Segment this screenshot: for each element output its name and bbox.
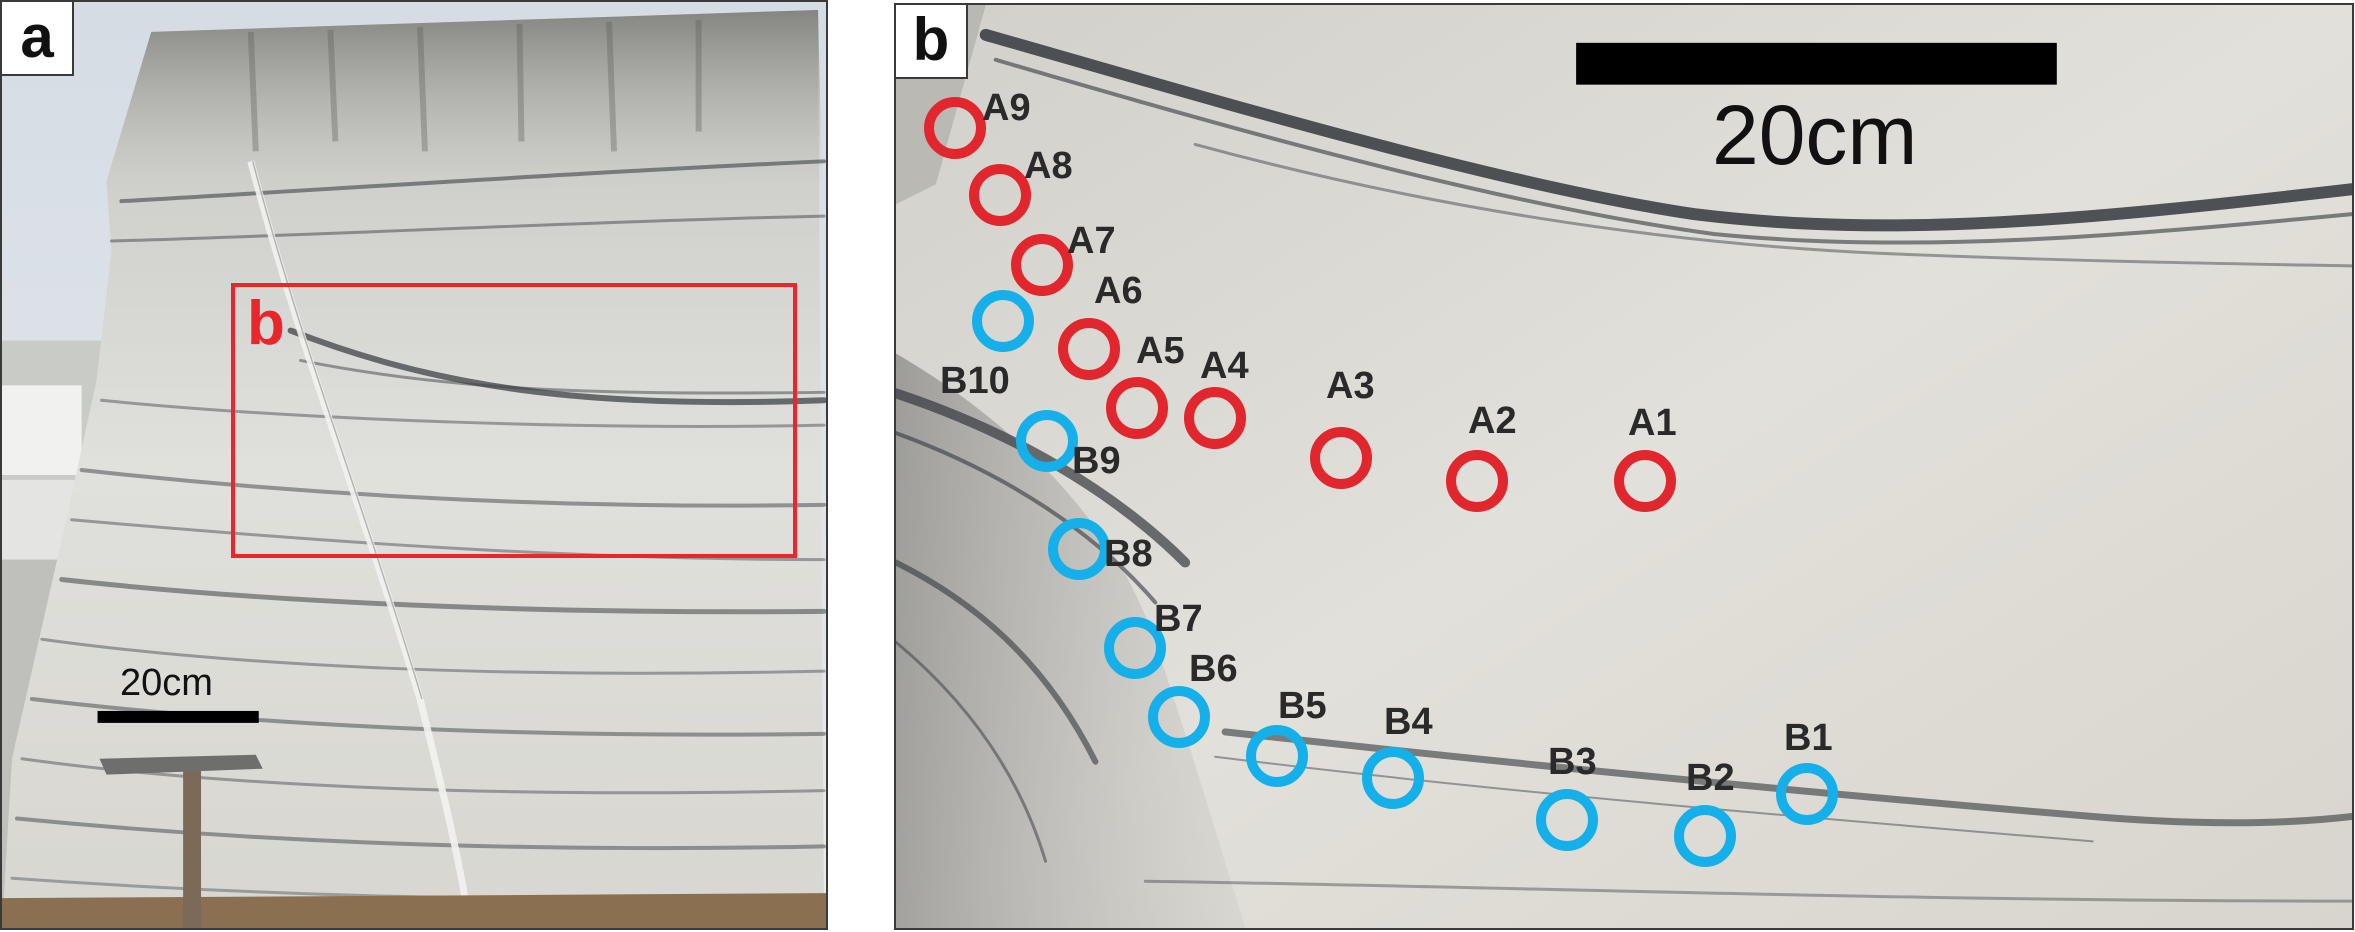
marker-label-b7: B7 <box>1154 598 1203 640</box>
marker-ring-a1 <box>1614 450 1676 512</box>
marker-label-b1: B1 <box>1784 717 1833 759</box>
marker-ring-b7 <box>1104 617 1166 679</box>
marker-label-b4: B4 <box>1384 701 1433 743</box>
marker-ring-b3 <box>1536 789 1598 851</box>
marker-ring-b6 <box>1148 686 1210 748</box>
marker-label-a4: A4 <box>1200 345 1249 387</box>
marker-label-b3: B3 <box>1548 741 1597 783</box>
scale-label-b: 20cm <box>1712 88 1918 182</box>
panel-b-extent-box <box>231 283 797 558</box>
panel-b-photo: b 20cm A9 A8 A7 A6 A5 A4 A3 A2 A1 B10 B9… <box>894 3 2354 930</box>
scale-bar-a <box>97 710 259 723</box>
panel-b-extent-label: b <box>247 289 285 358</box>
marble-block-photo <box>2 2 826 928</box>
panel-a-photo: a b 20cm <box>0 0 828 930</box>
marker-label-b2: B2 <box>1686 757 1735 799</box>
marker-ring-a6 <box>1058 318 1120 380</box>
marker-ring-a9 <box>924 97 986 159</box>
panel-a-tag: a <box>2 2 74 76</box>
marker-label-a7: A7 <box>1067 220 1116 262</box>
marker-ring-a3 <box>1310 427 1372 489</box>
marker-label-b8: B8 <box>1104 533 1153 575</box>
marker-label-a3: A3 <box>1326 365 1375 407</box>
marker-ring-a2 <box>1446 450 1508 512</box>
scale-label-a: 20cm <box>120 662 213 704</box>
scale-bar-b <box>1576 42 2057 85</box>
marker-label-a2: A2 <box>1468 400 1517 442</box>
marker-ring-b4 <box>1362 747 1424 809</box>
panel-b-tag: b <box>896 5 968 79</box>
marker-ring-a4 <box>1184 387 1246 449</box>
marker-ring-a5 <box>1106 377 1168 439</box>
marker-label-a9: A9 <box>982 87 1031 129</box>
marker-ring-b2 <box>1674 805 1736 867</box>
marker-label-a1: A1 <box>1628 402 1677 444</box>
marker-ring-a8 <box>969 164 1031 226</box>
marker-label-b10: B10 <box>940 360 1010 402</box>
marker-ring-b9 <box>1016 410 1078 472</box>
hammer-handle <box>183 766 202 928</box>
marker-ring-b10 <box>972 290 1034 352</box>
marker-label-a8: A8 <box>1024 145 1073 187</box>
marker-label-b5: B5 <box>1278 685 1327 727</box>
marker-ring-b8 <box>1048 518 1110 580</box>
hammer-head <box>99 754 263 775</box>
marker-label-a6: A6 <box>1094 270 1143 312</box>
marker-label-a5: A5 <box>1136 330 1185 372</box>
marker-ring-b5 <box>1246 725 1308 787</box>
marker-ring-a7 <box>1011 234 1073 296</box>
marker-label-b6: B6 <box>1189 648 1238 690</box>
marker-ring-b1 <box>1776 763 1838 825</box>
marker-label-b9: B9 <box>1072 440 1121 482</box>
